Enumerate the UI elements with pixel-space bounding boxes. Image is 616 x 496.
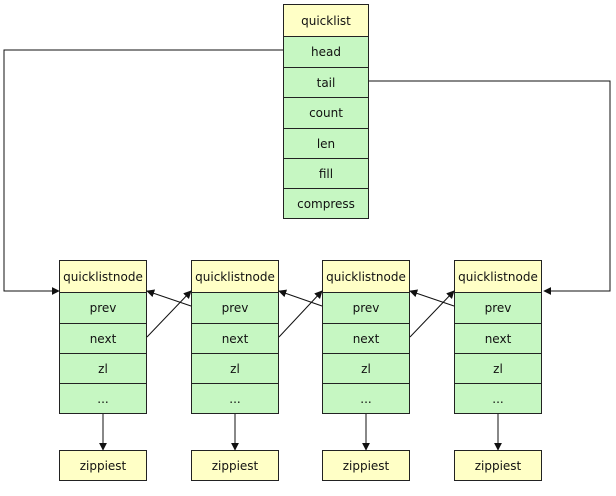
- next-arrow-2: [278, 290, 323, 338]
- node-field-ellipsis: ...: [192, 383, 278, 413]
- next-arrow-3: [409, 290, 455, 338]
- node-field-prev: prev: [455, 292, 541, 323]
- node-field-zl: zl: [323, 353, 409, 383]
- quicklist-field-len: len: [284, 128, 368, 158]
- next-arrow-1: [146, 290, 192, 338]
- node-title: quicklistnode: [455, 261, 541, 292]
- quicklist-field-compress: compress: [284, 188, 368, 218]
- node-title: quicklistnode: [60, 261, 146, 292]
- quicklistnode-1: quicklistnode prev next zl ...: [59, 260, 147, 414]
- prev-arrow-4: [409, 289, 455, 307]
- quicklist-field-fill: fill: [284, 158, 368, 188]
- node-field-ellipsis: ...: [455, 383, 541, 413]
- node-field-prev: prev: [60, 292, 146, 323]
- prev-arrow-3: [278, 289, 323, 307]
- node-field-next: next: [455, 323, 541, 353]
- node-field-next: next: [323, 323, 409, 353]
- ziplist-box-3: zippiest: [322, 450, 410, 481]
- quicklist-struct: quicklist head tail count len fill compr…: [283, 4, 369, 219]
- node-field-next: next: [192, 323, 278, 353]
- node-field-prev: prev: [192, 292, 278, 323]
- quicklist-field-count: count: [284, 97, 368, 128]
- quicklist-field-tail: tail: [284, 67, 368, 97]
- head-pointer-arrow: [3, 49, 283, 295]
- quicklistnode-3: quicklistnode prev next zl ...: [322, 260, 410, 414]
- quicklistnode-4: quicklistnode prev next zl ...: [454, 260, 542, 414]
- node-field-zl: zl: [192, 353, 278, 383]
- tail-pointer-arrow: [369, 80, 611, 295]
- quicklist-field-head: head: [284, 36, 368, 67]
- prev-arrow-2: [146, 289, 192, 307]
- node-field-next: next: [60, 323, 146, 353]
- node-field-zl: zl: [60, 353, 146, 383]
- node-field-ellipsis: ...: [60, 383, 146, 413]
- quicklistnode-2: quicklistnode prev next zl ...: [191, 260, 279, 414]
- node-title: quicklistnode: [192, 261, 278, 292]
- ziplist-box-4: zippiest: [454, 450, 542, 481]
- quicklist-title: quicklist: [284, 5, 368, 36]
- node-field-prev: prev: [323, 292, 409, 323]
- node-field-ellipsis: ...: [323, 383, 409, 413]
- node-title: quicklistnode: [323, 261, 409, 292]
- node-field-zl: zl: [455, 353, 541, 383]
